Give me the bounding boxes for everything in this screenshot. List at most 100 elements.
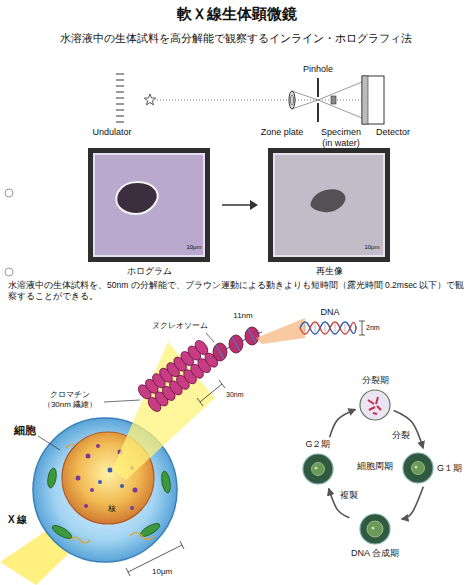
nucleosome [213, 343, 227, 361]
organelle [46, 467, 57, 488]
text-group: G１期 [437, 463, 462, 474]
description-note: 水溶液中の生体試料を、50nm の分解能で、ブラウン運動による動きよりも短時間（… [8, 280, 466, 301]
image-caption: 再生像 [316, 266, 343, 277]
zone-plate-symbol [289, 91, 318, 109]
phase-label: 分裂期 [362, 375, 389, 386]
dna-helix [335, 324, 336, 332]
zone-plate-symbol [292, 91, 318, 100]
dimension-line [197, 398, 203, 406]
detector-symbol [362, 76, 384, 124]
diverging-beam [318, 82, 362, 118]
cell-nucleus [372, 527, 375, 530]
text-group: G２期 [305, 439, 330, 450]
phase-label: DNA 合成期 [351, 548, 399, 559]
part-label: X 線 [8, 514, 27, 527]
cell-nucleus [315, 466, 318, 469]
cell-icon [360, 390, 390, 420]
cell-icon [301, 452, 335, 486]
reconstruction-image [268, 148, 390, 262]
reconstruction-image [274, 154, 384, 256]
cycle-arrow [330, 409, 356, 437]
hologram-image [94, 154, 204, 256]
phase-label: G２期 [305, 439, 330, 450]
reconstruction-image [268, 148, 390, 262]
cell-icon [360, 514, 390, 544]
xray-beam [256, 318, 305, 344]
chromatin-dots [84, 504, 88, 508]
chromatin-dots [86, 454, 91, 459]
endoplasmic-reticulum [130, 533, 154, 540]
process-arrow [250, 200, 258, 210]
pinhole-symbol [317, 103, 319, 122]
dimension-line [126, 568, 130, 576]
edge-label: 分裂 [390, 431, 412, 442]
dimension-line [359, 321, 365, 322]
dimension-line [362, 321, 363, 335]
part-label: 細胞 [14, 424, 36, 438]
chromatin-dots [96, 444, 100, 448]
cell-nucleus [412, 462, 425, 475]
hologram-image [88, 148, 210, 262]
process-arrow [222, 204, 250, 206]
binder-hole [5, 268, 13, 276]
binder-hole [5, 189, 13, 197]
leader-line [38, 333, 214, 450]
dna-helix [325, 324, 326, 332]
chromatin-dots [120, 484, 124, 488]
dimension-label: 11nm [233, 311, 252, 321]
cycle-center-label: 細胞周期 [357, 461, 393, 472]
chromatin-dots [98, 480, 102, 484]
cell-phase-node: G１期 [401, 451, 462, 485]
part-label: Undulator [92, 127, 131, 138]
chromatin-dots [108, 468, 113, 473]
dimension-label: 2nm [366, 324, 380, 333]
diverging-beam [318, 100, 362, 118]
dimension-line [200, 384, 222, 402]
part-label: Pinhole [303, 64, 333, 75]
chromatin-dots [133, 488, 138, 493]
dna-helix [345, 324, 346, 332]
cycle-arrow [394, 410, 423, 448]
dna-helix [300, 322, 356, 334]
dimension-line [219, 380, 225, 388]
specimen-symbol [331, 96, 336, 104]
chromatin-fiber [136, 338, 220, 414]
cell-icon [403, 453, 433, 483]
source-star [144, 94, 155, 105]
chromatin-dots [90, 488, 94, 492]
zone-plate-symbol [291, 95, 294, 105]
cell-icon [303, 454, 333, 484]
part-label: Detector [376, 127, 410, 138]
leader-line [206, 333, 214, 342]
xray-beam [112, 342, 215, 480]
cell-phase-node: DNA 合成期 [351, 512, 399, 559]
dimension-label: 30nm [226, 391, 244, 400]
dna-helix [305, 324, 306, 332]
dna-helix [300, 322, 356, 334]
endoplasmic-reticulum [70, 537, 90, 543]
dimension-line [197, 380, 225, 406]
dimension-line [359, 321, 365, 335]
diverging-beam [318, 82, 362, 100]
nucleosome [229, 335, 243, 353]
part-label: ヌクレオソーム [152, 321, 208, 331]
chromatin-dots [130, 506, 134, 510]
cell-icon [358, 512, 392, 546]
detector-symbol [362, 76, 384, 124]
nucleosome [216, 345, 224, 359]
cycle-arrow [402, 487, 424, 519]
part-label: クロマチン（30nm 繊維） [37, 390, 103, 410]
cell-icon [358, 388, 392, 422]
cell-phase-node: G２期 [301, 439, 335, 486]
title-text: 軟Ｘ線生体顕微鏡 [0, 5, 473, 24]
zone-plate-symbol [289, 91, 295, 109]
text-group: 分裂期 [362, 375, 389, 386]
dimension-line [359, 335, 365, 336]
part-label: Zone plate [261, 127, 304, 138]
undulator-symbol [116, 74, 124, 122]
chromatin-dots [76, 476, 81, 481]
edge-label: 複製 [338, 490, 360, 501]
organelle [50, 523, 73, 541]
part-label: DNA [320, 307, 339, 318]
